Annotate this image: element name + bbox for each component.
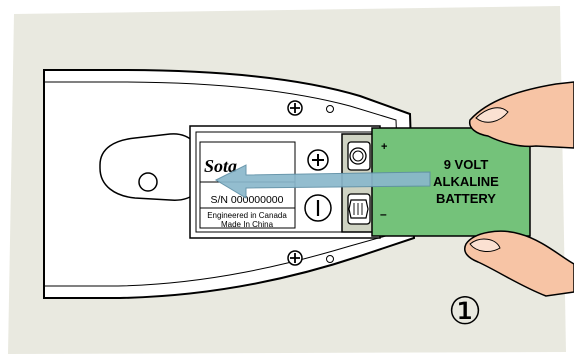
insert-direction-arrow	[214, 164, 431, 199]
fingernail-bottom	[469, 238, 501, 252]
made-text: Made In China	[221, 220, 274, 229]
battery-plus-label: +	[381, 141, 387, 153]
step-number: ①	[448, 289, 482, 333]
battery-label-line3: BATTERY	[436, 191, 496, 206]
battery-minus-label: –	[380, 207, 387, 221]
logo-text: Sota	[204, 156, 237, 176]
positive-terminal-icon	[347, 141, 371, 171]
pin-hole-top	[326, 105, 334, 113]
screw-top-icon	[287, 100, 303, 116]
battery-label-line2: ALKALINE	[433, 174, 499, 189]
fingernail-top	[475, 107, 509, 123]
engineered-text: Engineered in Canada	[207, 211, 287, 220]
screw-bottom-icon	[287, 250, 303, 266]
negative-terminal-icon	[347, 193, 371, 225]
slot-hole	[138, 172, 158, 192]
battery-label-line1: 9 VOLT	[444, 157, 489, 172]
minus-symbol-icon	[304, 194, 332, 222]
serial-text: S/N 000000000	[211, 194, 284, 206]
finger-top	[468, 81, 574, 149]
pin-hole-bottom	[326, 255, 334, 263]
plus-symbol-icon	[307, 149, 329, 171]
